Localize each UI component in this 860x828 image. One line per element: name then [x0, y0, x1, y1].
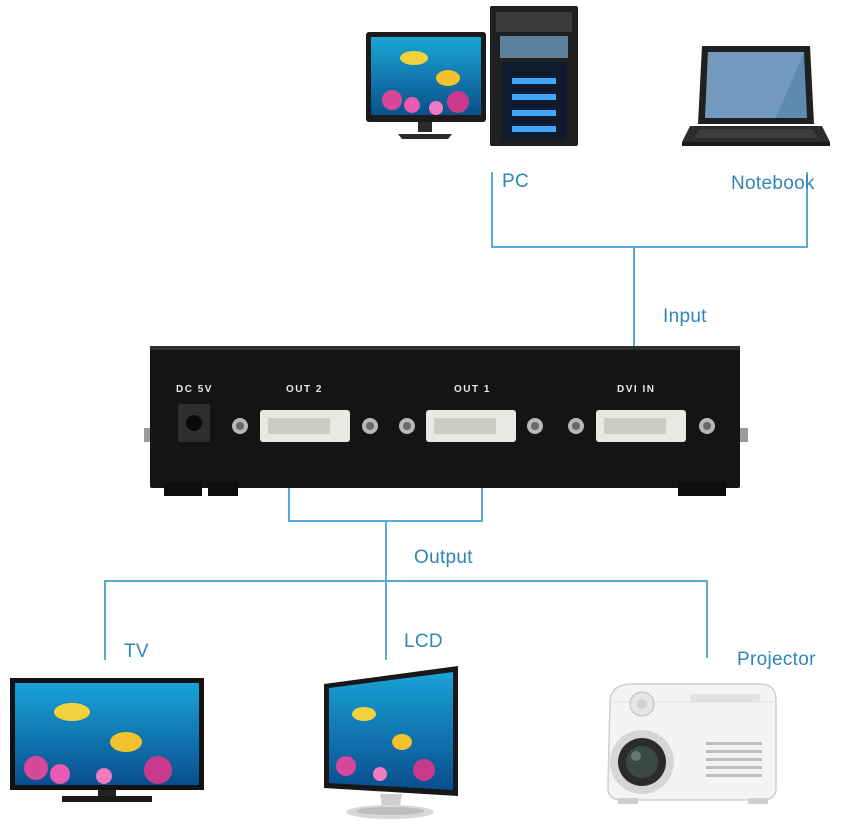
- label-notebook: Notebook: [731, 173, 815, 194]
- label-projector: Projector: [737, 649, 816, 670]
- label-input: Input: [663, 306, 707, 327]
- port-label-dc: DC 5V: [176, 384, 213, 395]
- label-pc: PC: [502, 171, 529, 192]
- wire-output-bus: [104, 580, 708, 582]
- notebook-icon: [682, 46, 830, 146]
- wire-notebook-down: [806, 172, 808, 248]
- lcd-monitor-icon: [324, 666, 458, 819]
- wire-input-bus: [491, 246, 808, 248]
- wire-pc-down: [491, 172, 493, 248]
- wire-output-trunk: [385, 520, 387, 660]
- label-lcd: LCD: [404, 631, 443, 652]
- tv-icon: [10, 678, 204, 802]
- wire-tv-drop: [104, 580, 106, 660]
- port-label-dvi-in: DVI IN: [617, 384, 656, 395]
- projector-icon: [607, 683, 777, 804]
- port-label-out1: OUT 1: [454, 384, 491, 395]
- label-output: Output: [414, 547, 473, 568]
- port-label-out2: OUT 2: [286, 384, 323, 395]
- wire-input-drop: [633, 246, 635, 432]
- wire-projector-drop: [706, 580, 708, 658]
- label-tv: TV: [124, 641, 149, 662]
- desktop-pc-icon: [366, 6, 578, 146]
- dvi-splitter-icon: [144, 346, 748, 496]
